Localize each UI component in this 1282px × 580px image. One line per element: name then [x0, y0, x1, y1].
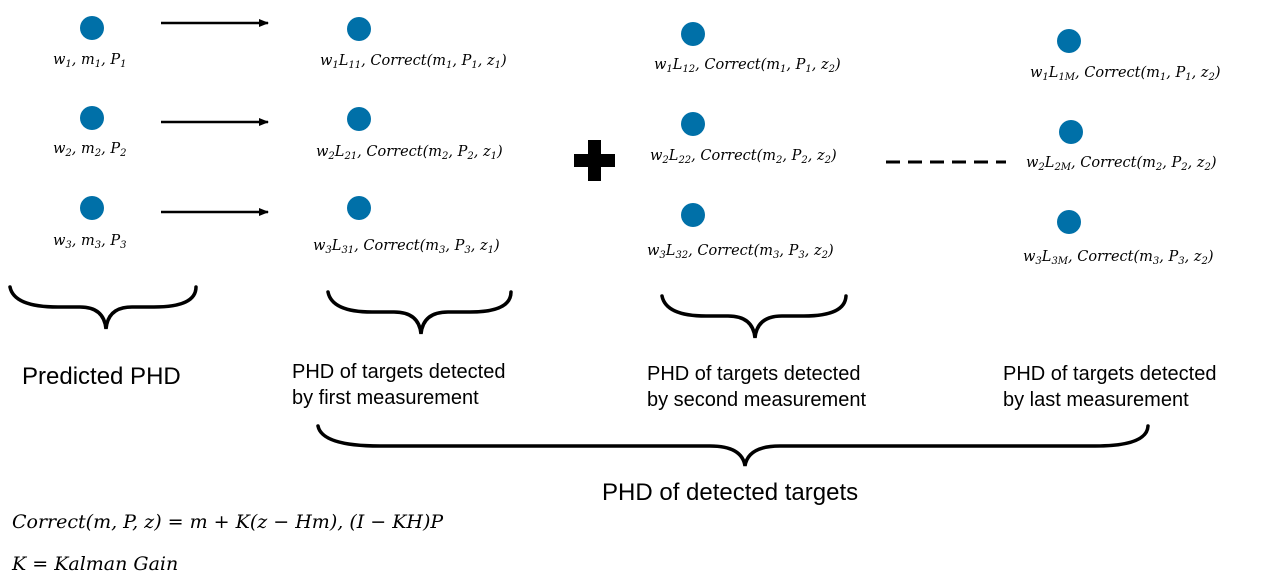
component-dot-last-1 [1057, 29, 1081, 53]
last-term-2: w2L2M, Correct(m2, P2, z2) [1026, 155, 1217, 173]
component-dot-first-2 [347, 107, 371, 131]
predicted-term-1: w1, m1, P1 [53, 52, 127, 70]
correct-formula: Correct(m, P, z) = m + K(z − Hm), (I − K… [12, 511, 444, 533]
first-term-3: w3L31, Correct(m3, P3, z1) [313, 238, 500, 256]
caption-last-line-2: by last measurement [1003, 389, 1189, 411]
component-dot-predicted-3 [80, 196, 104, 220]
kalman-gain-definition: K = Kalman Gain [12, 553, 179, 575]
caption-first-line-2: by first measurement [292, 387, 479, 409]
predicted-term-2: w2, m2, P2 [53, 141, 127, 159]
brace-second [660, 294, 848, 339]
caption-detected-targets: PHD of detected targets [602, 479, 859, 506]
brace-detected [316, 424, 1150, 467]
component-dot-last-3 [1057, 210, 1081, 234]
second-term-1: w1L12, Correct(m1, P1, z2) [654, 57, 841, 75]
first-term-2: w2L21, Correct(m2, P2, z1) [316, 144, 503, 162]
caption-first-measurement: PHD of targets detected by first measure… [292, 359, 505, 411]
caption-last-measurement: PHD of targets detected by last measurem… [1003, 361, 1216, 413]
last-term-3: w3L3M, Correct(m3, P3, z2) [1023, 249, 1214, 267]
caption-first-line-1: PHD of targets detected [292, 361, 506, 383]
component-dot-last-2 [1059, 120, 1083, 144]
component-dot-second-1 [681, 22, 705, 46]
brace-first [326, 290, 513, 335]
second-term-3: w3L32, Correct(m3, P3, z2) [647, 243, 834, 261]
plus-icon [574, 140, 615, 181]
component-dot-second-3 [681, 203, 705, 227]
predicted-term-3: w3, m3, P3 [53, 233, 127, 251]
component-dot-first-1 [347, 17, 371, 41]
caption-predicted-phd: Predicted PHD [22, 363, 181, 390]
last-term-1: w1L1M, Correct(m1, P1, z2) [1030, 65, 1221, 83]
component-dot-predicted-2 [80, 106, 104, 130]
caption-last-line-1: PHD of targets detected [1003, 363, 1217, 385]
caption-second-measurement: PHD of targets detected by second measur… [647, 361, 866, 413]
caption-second-line-1: PHD of targets detected [647, 363, 861, 385]
caption-second-line-2: by second measurement [647, 389, 867, 411]
brace-predicted [8, 285, 198, 330]
first-term-1: w1L11, Correct(m1, P1, z1) [320, 53, 507, 71]
component-dot-second-2 [681, 112, 705, 136]
component-dot-predicted-1 [80, 16, 104, 40]
component-dot-first-3 [347, 196, 371, 220]
second-term-2: w2L22, Correct(m2, P2, z2) [650, 148, 837, 166]
